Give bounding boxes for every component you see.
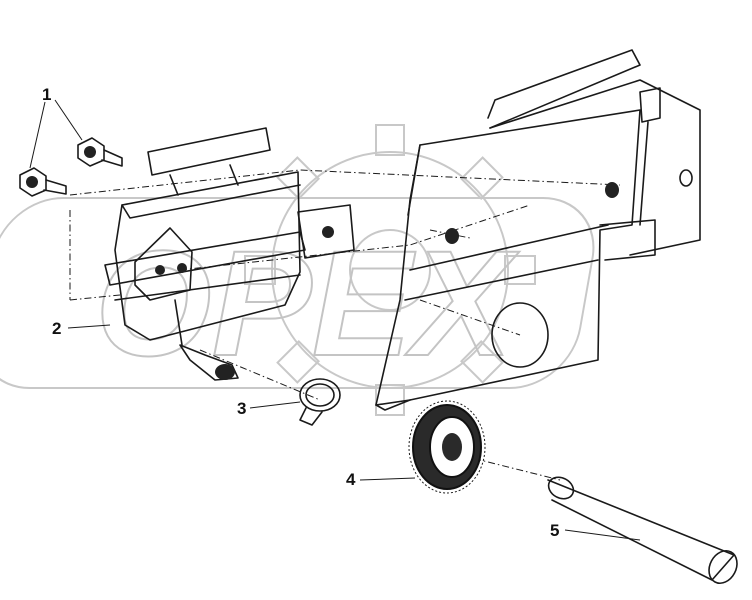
callout-labels: 1 2 3 4 5 (42, 85, 559, 540)
bolt-upper (77, 137, 123, 167)
leader-lines (29, 99, 641, 541)
part-4-gear-cap (408, 400, 486, 494)
callout-3: 3 (237, 399, 246, 418)
callout-1: 1 (42, 85, 51, 104)
part-2-box-assembly (104, 127, 355, 381)
watermark: OPEX (0, 124, 595, 416)
watermark-text: OPEX (95, 219, 520, 387)
callout-5: 5 (550, 521, 559, 540)
cover-panel (375, 49, 701, 411)
part-3-clamp (299, 378, 341, 426)
part-1-bolts (19, 137, 123, 197)
callout-2: 2 (52, 319, 61, 338)
part-5-pipe (547, 476, 738, 585)
bolt-lower (19, 167, 67, 197)
callout-4: 4 (346, 470, 356, 489)
